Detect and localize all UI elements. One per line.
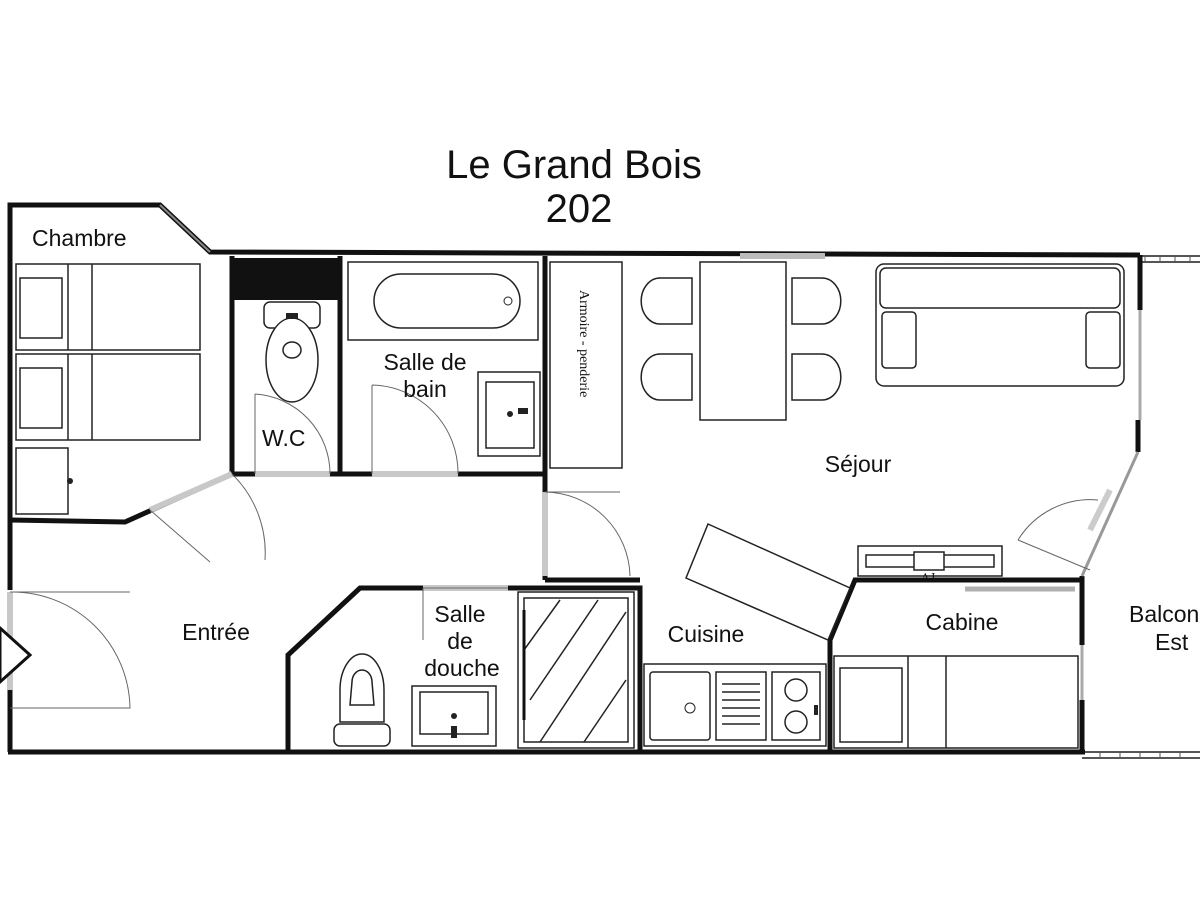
room-label-sejour: Séjour bbox=[825, 451, 892, 477]
low-table bbox=[685, 522, 851, 641]
room-label-cuisine: Cuisine bbox=[668, 621, 745, 647]
room-label-balcon-2: Est bbox=[1155, 629, 1189, 655]
room-label-entree: Entrée bbox=[182, 619, 250, 645]
plan-title: Le Grand Bois bbox=[446, 143, 702, 187]
cabin-bunk bbox=[833, 655, 1079, 749]
shower bbox=[517, 591, 635, 749]
shower-room-sink bbox=[411, 685, 497, 747]
room-label-salle-de-douche-3: douche bbox=[424, 655, 499, 681]
entry-arrow-icon bbox=[0, 625, 33, 685]
kitchen-counter bbox=[643, 663, 827, 747]
bed-2 bbox=[15, 353, 201, 441]
shower-room-toilet bbox=[333, 653, 391, 747]
room-label-salle-de-bain-1: Salle de bbox=[383, 349, 466, 375]
wardrobe-label: Armoire - penderie bbox=[576, 290, 591, 397]
wardrobe: Armoire - penderie bbox=[549, 261, 623, 469]
dining-set bbox=[640, 261, 842, 421]
interior-walls bbox=[9, 256, 1082, 752]
door-swings bbox=[0, 384, 1099, 709]
room-label-cabine: Cabine bbox=[926, 609, 999, 635]
toilet bbox=[263, 301, 321, 403]
room-label-chambre: Chambre bbox=[32, 225, 127, 251]
bathroom-sink bbox=[477, 371, 541, 457]
tv-unit: TV bbox=[857, 545, 1003, 584]
bathtub bbox=[347, 261, 539, 341]
window-openings bbox=[159, 204, 1142, 700]
room-label-salle-de-douche-1: Salle bbox=[434, 601, 485, 627]
room-label-wc: W.C bbox=[262, 425, 305, 451]
room-label-salle-de-bain-2: bain bbox=[403, 376, 446, 402]
sofa bbox=[875, 263, 1125, 387]
bed-1 bbox=[15, 263, 201, 351]
tv-label: TV bbox=[921, 570, 937, 584]
balcony-railing bbox=[1082, 255, 1200, 759]
room-label-balcon-1: Balcon bbox=[1129, 601, 1199, 627]
room-label-salle-de-douche-2: de bbox=[447, 628, 473, 654]
plan-number: 202 bbox=[546, 187, 613, 231]
nightstand bbox=[15, 447, 73, 515]
utility-shaft bbox=[234, 258, 338, 300]
